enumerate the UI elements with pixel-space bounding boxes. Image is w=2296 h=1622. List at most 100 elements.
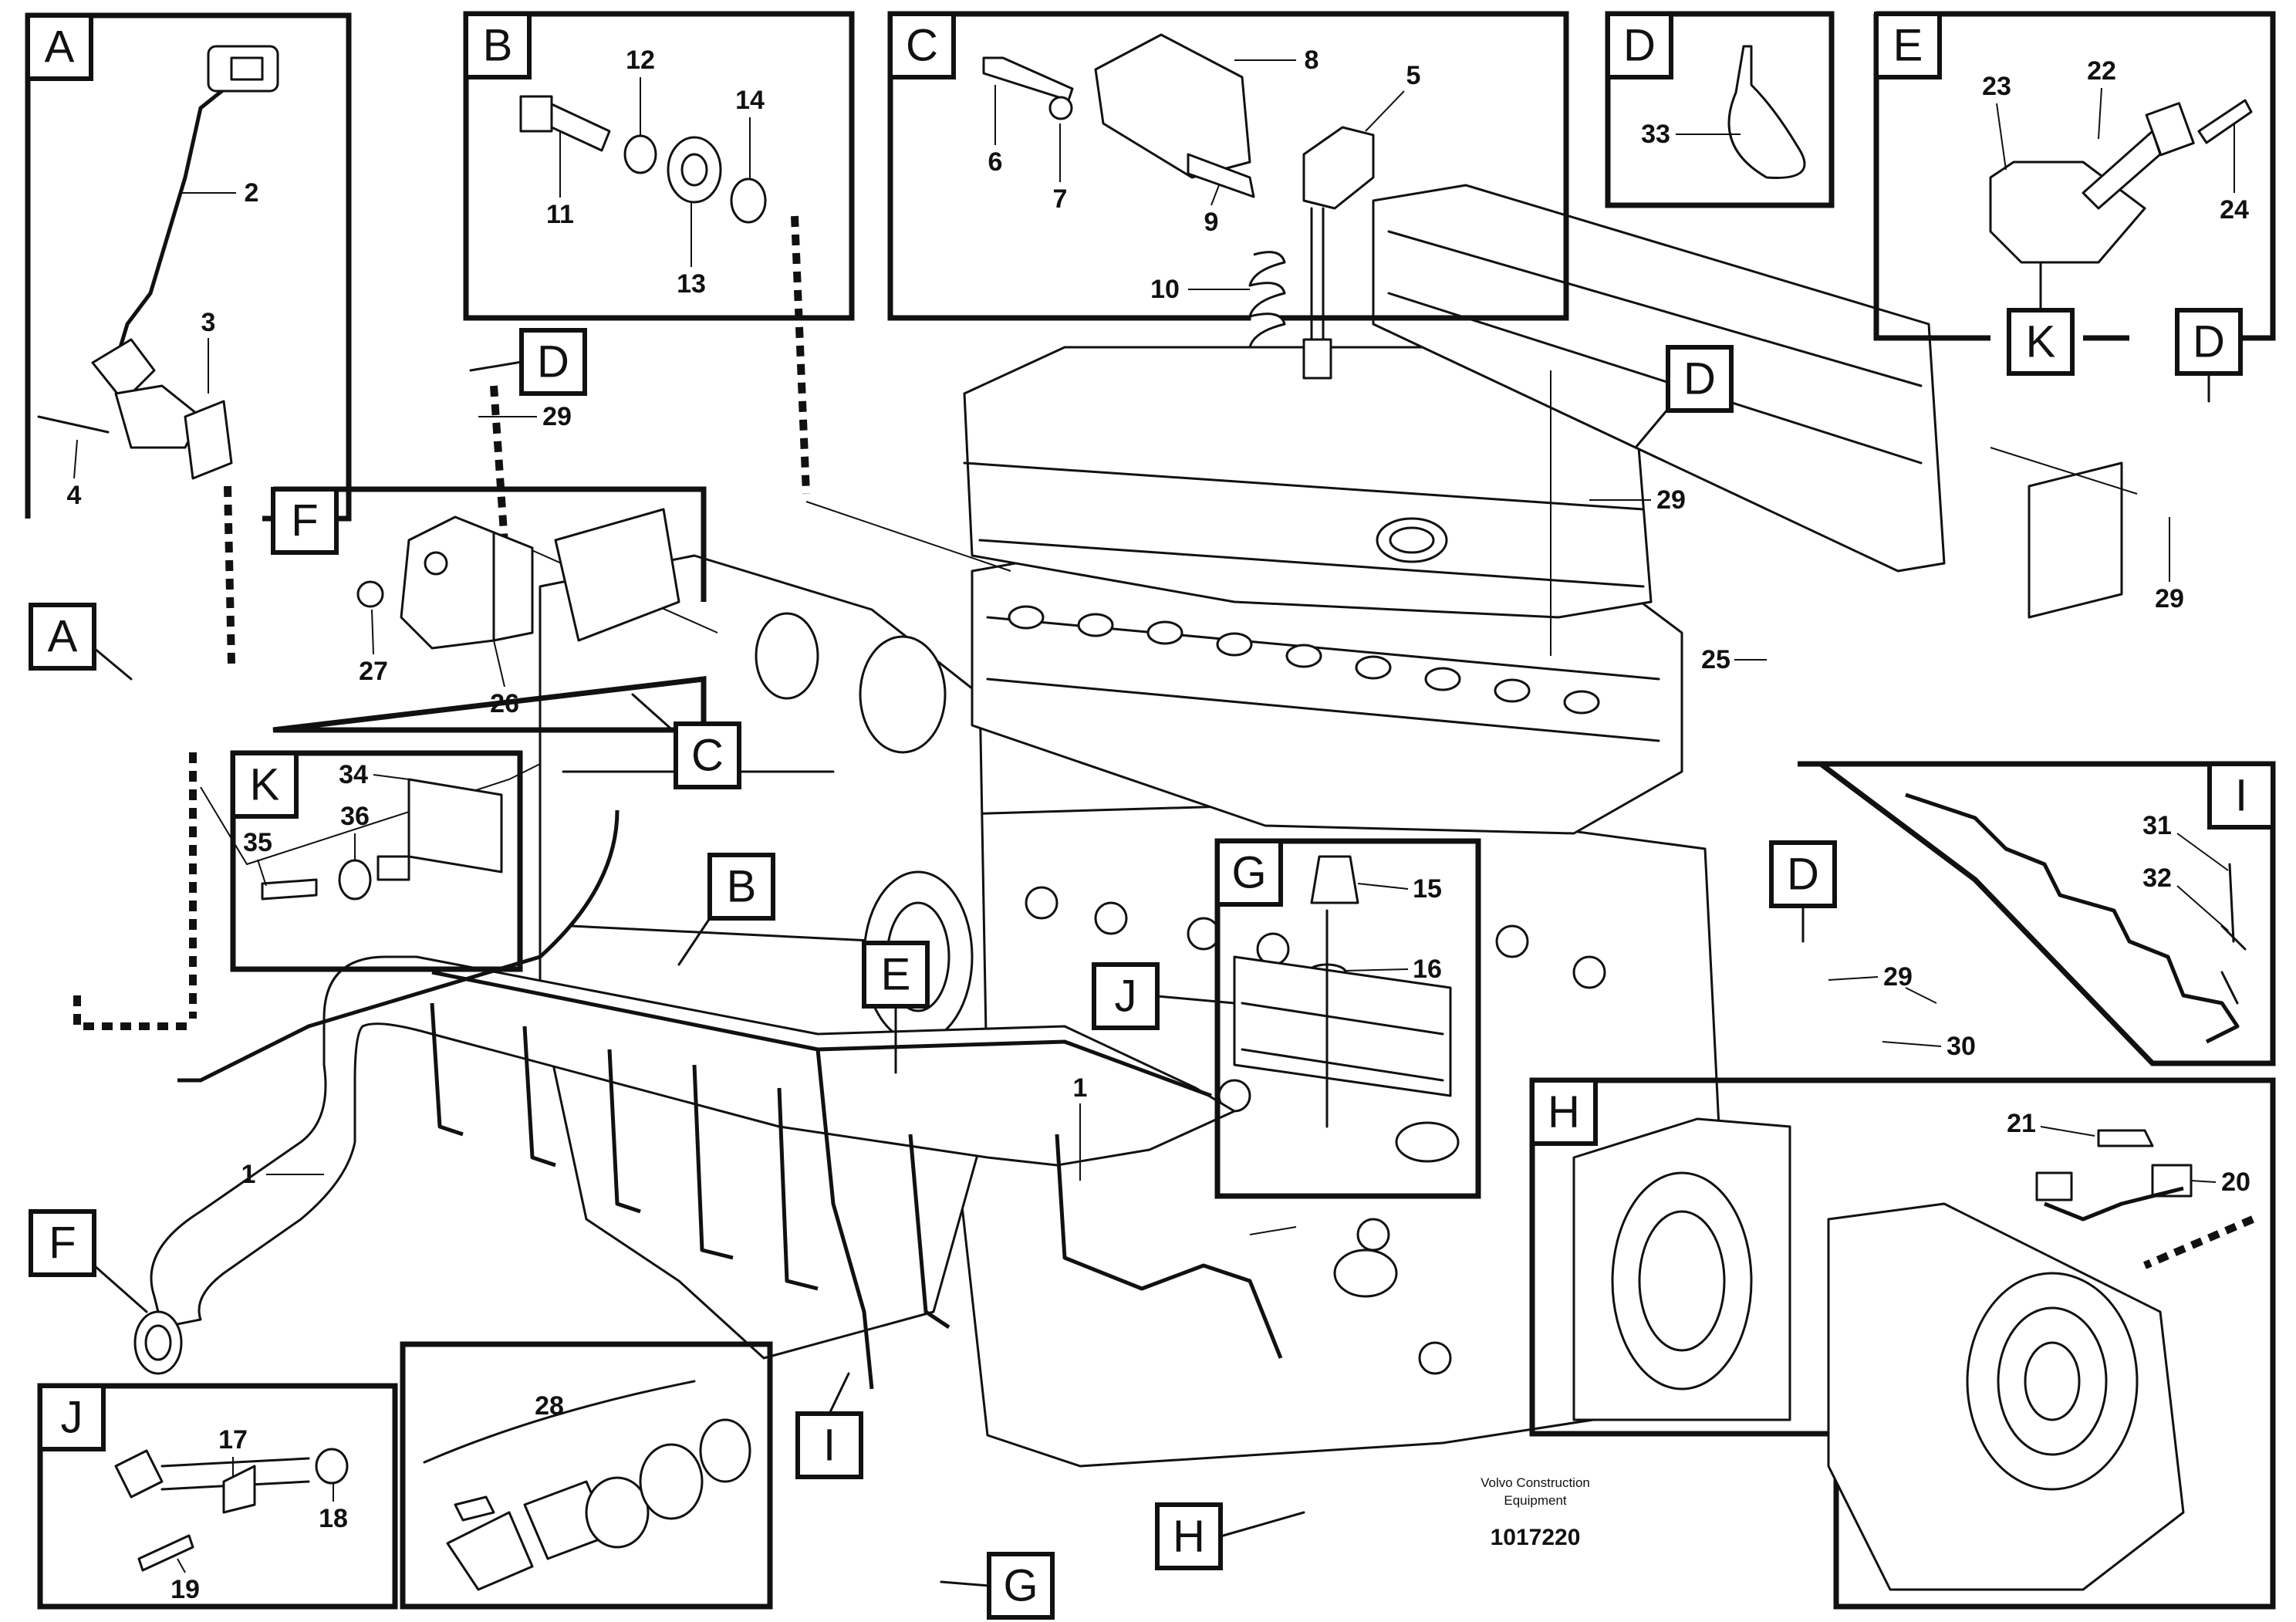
part-number: 28: [535, 1391, 564, 1421]
part-number: 35: [243, 828, 272, 857]
part-number: 6: [988, 147, 1003, 177]
callout-d-1: D: [469, 328, 587, 396]
part-number: 20: [2221, 1168, 2250, 1197]
callout-h: H: [1155, 1502, 1305, 1570]
svg-text:C: C: [691, 731, 724, 781]
callout-letters: A B C D D D D: [29, 261, 2243, 1620]
callout-d-3: D: [2175, 308, 2243, 403]
credit-block: Volvo Construction Equipment 1017220: [1481, 1475, 1590, 1550]
frame-letter: I: [2235, 771, 2247, 821]
svg-text:I: I: [823, 1421, 836, 1471]
part-number: 8: [1305, 46, 1319, 75]
callout-k: K: [2007, 261, 2075, 376]
detail-frame-j: J: [37, 1383, 398, 1610]
svg-text:A: A: [48, 612, 78, 662]
svg-text:D: D: [2193, 317, 2225, 367]
part-number: 29: [2155, 584, 2184, 613]
detail-frame-h: H: [1529, 1077, 2276, 1610]
part-number: 2: [245, 178, 259, 208]
valve-ports: [1008, 605, 1600, 715]
part-number: 9: [1204, 208, 1219, 237]
part-number: 22: [2087, 56, 2116, 86]
part-number: 31: [2142, 811, 2172, 840]
frame-letter: J: [61, 1393, 83, 1443]
part-number: 1: [1073, 1073, 1088, 1103]
frame-letter: D: [1623, 21, 1656, 71]
svg-text:J: J: [1115, 972, 1137, 1022]
svg-text:G: G: [1003, 1561, 1038, 1611]
svg-text:D: D: [1683, 354, 1716, 404]
part-number: 33: [1641, 120, 1670, 149]
dashed-leader-lines: [73, 215, 2254, 1269]
part-number: 19: [171, 1575, 200, 1604]
part-number: 29: [1656, 485, 1686, 515]
part-number: 21: [2007, 1109, 2036, 1138]
part-number: 36: [340, 802, 370, 831]
part-number: 5: [1406, 61, 1421, 90]
part-number: 14: [735, 86, 765, 115]
part-number: 30: [1947, 1032, 1976, 1061]
part-number: 18: [319, 1504, 348, 1533]
frame-letter: E: [1893, 21, 1923, 71]
part-number: 4: [67, 481, 82, 510]
frame-letter: G: [1231, 848, 1266, 898]
callout-f: F: [29, 1209, 148, 1313]
frame-letter: F: [291, 496, 318, 546]
part-number: 29: [1883, 962, 1913, 992]
part-number: 13: [677, 269, 706, 299]
credit-line-2: Equipment: [1504, 1493, 1567, 1508]
part-number: 29: [542, 402, 572, 431]
frame-letter: H: [1548, 1087, 1580, 1137]
document-number: 1017220: [1491, 1525, 1581, 1550]
detail-frame-a: A: [25, 12, 352, 522]
detail-frame-f: F: [271, 486, 707, 733]
part-number: 25: [1701, 645, 1730, 674]
svg-text:B: B: [727, 862, 757, 912]
part-number: 32: [2142, 863, 2172, 893]
part-number: 24: [2220, 195, 2249, 225]
part-number: 11: [546, 200, 574, 229]
part-number: 7: [1053, 184, 1068, 214]
svg-text:H: H: [1173, 1512, 1205, 1562]
callout-e: E: [862, 941, 930, 1074]
svg-text:E: E: [881, 950, 911, 1000]
part-number: 15: [1413, 874, 1442, 904]
wiring-harness: [133, 809, 1283, 1390]
svg-text:D: D: [537, 337, 569, 387]
callout-b: B: [677, 853, 775, 966]
part-number: 34: [339, 760, 368, 789]
part-number: 27: [359, 657, 388, 686]
callout-c: C: [631, 693, 741, 789]
callout-j: J: [1092, 962, 1236, 1030]
frame-letter: B: [483, 21, 513, 71]
frame-letter: C: [906, 21, 938, 71]
callout-a: A: [29, 603, 133, 681]
callout-g: G: [940, 1552, 1055, 1620]
detail-frame-e: E: [1873, 11, 2276, 341]
callout-d-2: D: [1634, 345, 1734, 449]
detail-frame-g: G: [1214, 838, 1481, 1199]
detail-frame-i: I: [1798, 761, 2276, 1066]
detail-frame-d: D: [1605, 11, 1835, 208]
callout-d-4: D: [1769, 840, 1837, 943]
part-number: 26: [490, 689, 519, 718]
part-number: 1: [241, 1160, 256, 1189]
part-number: 3: [201, 308, 216, 337]
part-number: 10: [1150, 275, 1180, 304]
part-number: 16: [1413, 955, 1442, 984]
credit-line-1: Volvo Construction: [1481, 1475, 1590, 1490]
part-number: 23: [1982, 72, 2011, 101]
detail-frame-c: C: [887, 11, 1569, 380]
detail-frame-b: B: [463, 11, 855, 321]
detail-frame-k: K: [230, 750, 523, 972]
frame-letter: A: [45, 22, 75, 73]
detail-frame-28: [400, 1341, 773, 1610]
callout-i: I: [795, 1372, 863, 1479]
part-numbers: 1 1 2 3 4 5 6 7 8 9 10 11 12: [67, 46, 2250, 1604]
part-number: 17: [218, 1425, 248, 1455]
part-number: 12: [626, 46, 655, 75]
frame-letter: K: [250, 760, 280, 810]
svg-text:K: K: [2026, 317, 2056, 367]
svg-text:F: F: [49, 1218, 76, 1269]
